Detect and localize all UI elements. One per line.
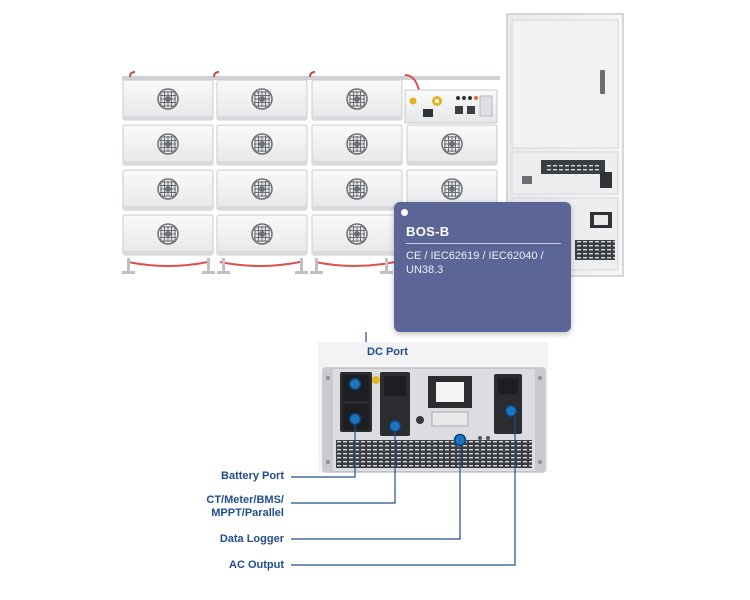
fan-icon — [346, 88, 368, 110]
dc-port-marker — [348, 377, 362, 391]
battery-port-label: Battery Port — [221, 470, 284, 482]
red-cables-bottom — [127, 261, 396, 267]
fan-icon — [251, 133, 273, 155]
ct-meter-label-line1: CT/Meter/BMS/ — [206, 494, 284, 506]
battery-module — [216, 124, 308, 166]
ac-output-marker — [504, 404, 518, 418]
battery-module — [122, 79, 214, 121]
card-divider — [406, 243, 561, 244]
bos-panel — [318, 342, 548, 473]
fan-icon — [157, 88, 179, 110]
fan-icon — [157, 178, 179, 200]
battery-module — [406, 124, 498, 166]
battery-module — [122, 169, 214, 211]
door-handle — [600, 70, 605, 94]
fan-icon — [251, 223, 273, 245]
data-logger-leader — [291, 446, 461, 540]
battery-module — [216, 79, 308, 121]
fan-icon — [157, 133, 179, 155]
battery-modules — [122, 79, 498, 256]
fan-icon — [346, 133, 368, 155]
fan-icon — [157, 223, 179, 245]
port-markers — [348, 377, 518, 447]
battery-module — [311, 169, 403, 211]
battery-module — [311, 124, 403, 166]
fan-icon — [251, 178, 273, 200]
ct-meter-label-line2: MPPT/Parallel — [211, 507, 284, 519]
fan-icon — [441, 178, 463, 200]
leader-lines — [291, 417, 516, 566]
data-logger-marker — [453, 433, 467, 447]
ct-leader — [291, 432, 396, 504]
ct-port-marker — [388, 419, 402, 433]
info-card: BOS-B CE / IEC62619 / IEC62040 / UN38.3 — [394, 202, 571, 332]
red-cable-top — [404, 74, 420, 91]
card-title: BOS-B — [406, 224, 450, 239]
rack-top-rail — [122, 76, 500, 80]
rack-feet — [122, 258, 393, 274]
fan-icon — [346, 178, 368, 200]
inverter-cabinet — [506, 13, 624, 277]
battery-module — [216, 169, 308, 211]
ac-output-leader — [291, 417, 516, 566]
ac-output-label: AC Output — [229, 559, 284, 571]
card-certifications: CE / IEC62619 / IEC62040 / UN38.3 — [406, 250, 544, 276]
battery-port-marker — [348, 412, 362, 426]
card-dot-icon — [401, 209, 408, 216]
fan-icon — [346, 223, 368, 245]
battery-module — [311, 79, 403, 121]
data-logger-label: Data Logger — [219, 533, 284, 545]
battery-module — [216, 214, 308, 256]
battery-rack — [122, 71, 500, 274]
battery-module — [122, 124, 214, 166]
battery-module — [122, 214, 214, 256]
battery-module — [311, 214, 403, 256]
fan-icon — [251, 88, 273, 110]
dc-port-label: DC Port — [367, 346, 408, 358]
controller-box — [404, 89, 498, 124]
vent-grille — [336, 440, 532, 468]
battery-port-leader — [291, 425, 356, 478]
fan-icon — [441, 133, 463, 155]
